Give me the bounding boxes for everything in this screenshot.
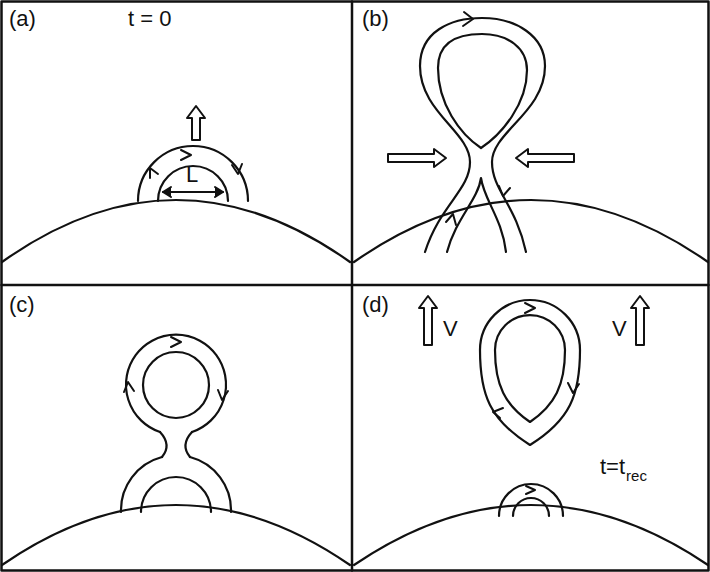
- velocity-label: V: [612, 318, 627, 340]
- motion-arrow: [631, 296, 649, 345]
- panel-letter: (d): [362, 294, 389, 316]
- motion-arrow: [187, 106, 205, 140]
- velocity-label: V: [443, 318, 458, 340]
- time-subscript: rec: [626, 468, 647, 483]
- solar-surface: [354, 505, 708, 565]
- motion-arrow: [419, 296, 437, 345]
- flux-tube: [121, 335, 231, 512]
- inflow-arrow: [388, 149, 446, 167]
- panel-divider: [2, 284, 709, 287]
- dimension-arrow: [163, 187, 223, 197]
- time-label: t = 0: [128, 8, 171, 30]
- solar-surface: [2, 505, 350, 565]
- flux-tube: [138, 146, 248, 201]
- time-label: t=t: [600, 456, 625, 478]
- flux-tube: [499, 484, 563, 516]
- flux-tube: [420, 12, 545, 252]
- inflow-arrow: [516, 149, 574, 167]
- plasmoid: [480, 300, 580, 445]
- panel-letter: (c): [9, 294, 35, 316]
- panel-letter: (a): [9, 8, 36, 30]
- panel-letter: (b): [362, 8, 389, 30]
- solar-surface: [2, 200, 350, 262]
- solar-surface: [354, 200, 708, 262]
- length-label: L: [186, 164, 198, 186]
